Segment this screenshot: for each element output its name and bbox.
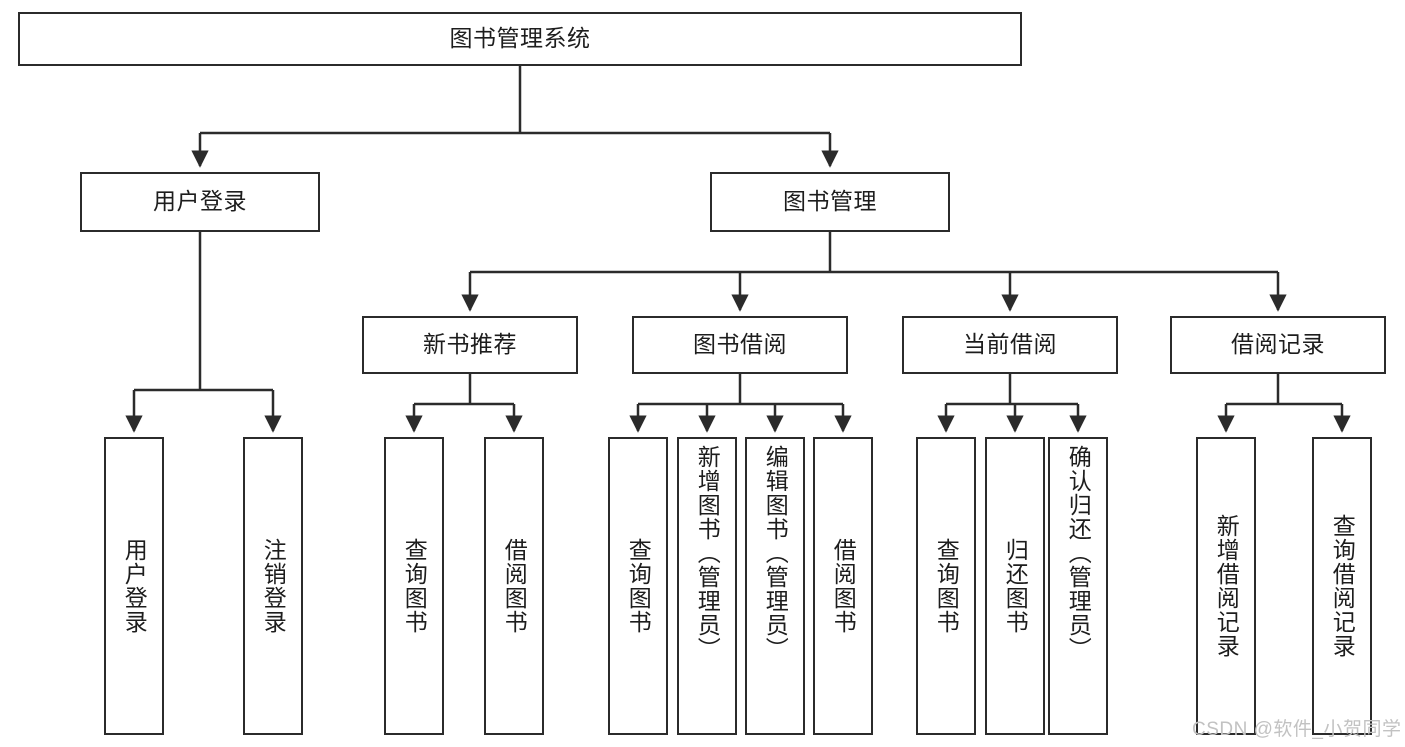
node-leaf-confirm-return-label: 确认归还（管理员） [1065, 445, 1092, 661]
node-leaf-return-book-label: 归还图书 [1002, 538, 1029, 634]
node-leaf-query-book-2-label: 查询图书 [625, 538, 652, 634]
node-book-borrow[interactable]: 图书借阅 [632, 316, 848, 374]
node-leaf-query-book-3[interactable]: 查询图书 [916, 437, 976, 735]
node-leaf-return-book[interactable]: 归还图书 [985, 437, 1045, 735]
node-user-login[interactable]: 用户登录 [80, 172, 320, 232]
node-leaf-query-book-3-label: 查询图书 [933, 538, 960, 634]
node-leaf-add-record-label: 新增借阅记录 [1213, 514, 1240, 658]
node-root-label: 图书管理系统 [449, 25, 591, 52]
node-user-login-label: 用户登录 [153, 188, 247, 215]
node-leaf-logout-label: 注销登录 [260, 538, 287, 634]
node-leaf-logout[interactable]: 注销登录 [243, 437, 303, 735]
node-borrow-record-label: 借阅记录 [1231, 331, 1325, 358]
node-leaf-query-record[interactable]: 查询借阅记录 [1312, 437, 1372, 735]
node-root[interactable]: 图书管理系统 [18, 12, 1022, 66]
node-leaf-add-book-label: 新增图书（管理员） [694, 445, 721, 661]
node-new-book-rec[interactable]: 新书推荐 [362, 316, 578, 374]
node-leaf-confirm-return[interactable]: 确认归还（管理员） [1048, 437, 1108, 735]
node-book-manage-label: 图书管理 [783, 188, 877, 215]
node-leaf-borrow-book-1-label: 借阅图书 [501, 538, 528, 634]
node-leaf-borrow-book-1[interactable]: 借阅图书 [484, 437, 544, 735]
node-borrow-record[interactable]: 借阅记录 [1170, 316, 1386, 374]
node-leaf-query-book-1-label: 查询图书 [401, 538, 428, 634]
node-leaf-add-book[interactable]: 新增图书（管理员） [677, 437, 737, 735]
node-current-borrow-label: 当前借阅 [963, 331, 1057, 358]
node-leaf-user-login-label: 用户登录 [121, 538, 148, 634]
node-leaf-user-login[interactable]: 用户登录 [104, 437, 164, 735]
node-leaf-edit-book[interactable]: 编辑图书（管理员） [745, 437, 805, 735]
csdn-watermark: CSDN @软件_小贺同学 [1192, 719, 1402, 740]
node-leaf-add-record[interactable]: 新增借阅记录 [1196, 437, 1256, 735]
node-leaf-edit-book-label: 编辑图书（管理员） [762, 445, 789, 661]
node-leaf-query-book-1[interactable]: 查询图书 [384, 437, 444, 735]
node-new-book-rec-label: 新书推荐 [423, 331, 517, 358]
node-leaf-borrow-book-2-label: 借阅图书 [830, 538, 857, 634]
node-current-borrow[interactable]: 当前借阅 [902, 316, 1118, 374]
node-book-borrow-label: 图书借阅 [693, 331, 787, 358]
node-leaf-borrow-book-2[interactable]: 借阅图书 [813, 437, 873, 735]
node-book-manage[interactable]: 图书管理 [710, 172, 950, 232]
node-leaf-query-record-label: 查询借阅记录 [1329, 514, 1356, 658]
node-leaf-query-book-2[interactable]: 查询图书 [608, 437, 668, 735]
